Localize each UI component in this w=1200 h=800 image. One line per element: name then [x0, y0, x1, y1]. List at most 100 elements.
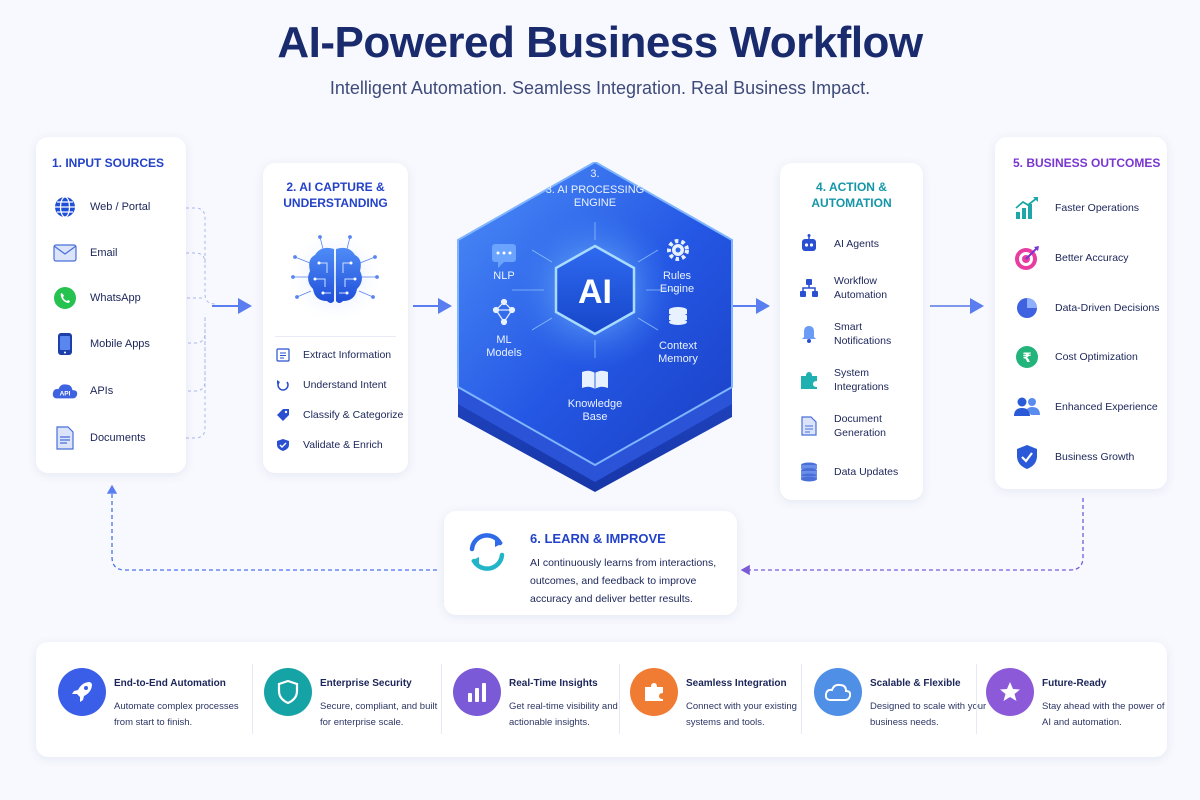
- business-outcomes-card: 5. BUSINESS OUTCOMES Faster Operations B…: [995, 137, 1167, 489]
- action-item-label: AI Agents: [834, 238, 879, 250]
- action-title-line2: AUTOMATION: [811, 196, 892, 210]
- engine-title: 3. AI PROCESSING ENGINE: [525, 184, 665, 210]
- brain-icon: [285, 227, 385, 327]
- capture-item-label: Extract Information: [303, 349, 392, 361]
- shield-icon: [264, 668, 312, 716]
- ml-line1: ML: [496, 334, 512, 346]
- action-title-line1: 4. ACTION &: [816, 180, 887, 194]
- shield-check-icon: [275, 437, 291, 453]
- email-icon: [52, 240, 78, 266]
- kb-line1: Knowledge: [567, 398, 623, 410]
- rocket-icon: [58, 668, 106, 716]
- ai-capture-title: 2. AI CAPTURE & UNDERSTANDING: [263, 179, 408, 211]
- target-icon: [1013, 244, 1041, 272]
- outcome-item-label: Cost Optimization: [1055, 351, 1138, 363]
- feature-desc: Get real-time visibility and actionable …: [509, 701, 618, 728]
- nlp-icon: [492, 244, 516, 268]
- gear-icon: [667, 239, 689, 261]
- refresh-intent-icon: [275, 377, 291, 393]
- action-item-data-updates: Data Updates: [798, 461, 898, 483]
- input-item-label: Mobile Apps: [90, 338, 150, 350]
- feature-desc: Designed to scale with your business nee…: [870, 701, 987, 728]
- input-item-email: Email: [52, 239, 118, 267]
- page-subtitle: Intelligent Automation. Seamless Integra…: [329, 78, 871, 98]
- action-automation-title: 4. ACTION & AUTOMATION: [780, 179, 923, 211]
- context-line2: Memory: [658, 353, 698, 365]
- outcome-item-growth: Business Growth: [1013, 442, 1134, 472]
- action-item-label: Data Updates: [834, 466, 899, 478]
- document-icon: [52, 425, 78, 451]
- capture-item-classify: Classify & Categorize: [275, 406, 403, 424]
- ai-core-text: AI: [578, 273, 612, 311]
- hexagon-graphic: AI: [457, 160, 733, 492]
- globe-icon: [52, 194, 78, 220]
- feature-divider: [801, 664, 802, 734]
- input-item-label: WhatsApp: [90, 292, 141, 304]
- feature-title: Real-Time Insights: [509, 678, 598, 689]
- ai-capture-title-line2: UNDERSTANDING: [283, 196, 388, 210]
- outcome-item-label: Enhanced Experience: [1055, 401, 1158, 413]
- puzzle-icon: [798, 369, 820, 391]
- ml-line2: Models: [486, 347, 522, 359]
- action-automation-card: 4. ACTION & AUTOMATION AI Agents Workflo…: [780, 163, 923, 500]
- document-icon: [798, 415, 820, 437]
- capture-item-label: Validate & Enrich: [303, 439, 383, 451]
- shield-check-icon: [1013, 443, 1041, 471]
- feature-title: End-to-End Automation: [114, 678, 226, 689]
- bell-icon: [798, 323, 820, 345]
- svg-text:₹: ₹: [1022, 351, 1031, 366]
- input-item-documents: Documents: [52, 424, 146, 452]
- star-icon: [986, 668, 1034, 716]
- feature-divider: [976, 664, 977, 734]
- business-outcomes-title: 5. BUSINESS OUTCOMES: [1013, 156, 1161, 170]
- bar-chart-icon: [453, 668, 501, 716]
- rules-engine-label: Rules Engine: [652, 270, 702, 296]
- rules-line1: Rules: [662, 270, 692, 282]
- workflow-icon: [798, 277, 820, 299]
- feature-desc: Connect with your existing systems and t…: [686, 701, 797, 728]
- outcome-item-data-driven: Data-Driven Decisions: [1013, 293, 1159, 323]
- kb-line2: Base: [582, 411, 608, 423]
- puzzle-icon: [630, 668, 678, 716]
- feature-divider: [619, 664, 620, 734]
- whatsapp-icon: [52, 285, 78, 311]
- outcome-item-label: Business Growth: [1055, 451, 1135, 463]
- page-title: AI-Powered Business Workflow: [277, 18, 923, 67]
- outcome-item-experience: Enhanced Experience: [1013, 392, 1158, 422]
- outcome-item-accuracy: Better Accuracy: [1013, 243, 1129, 273]
- context-line1: Context: [659, 340, 697, 352]
- sync-icon: [464, 529, 510, 575]
- capture-item-label: Understand Intent: [303, 379, 387, 391]
- feature-desc: Secure, compliant, and built for enterpr…: [320, 701, 438, 728]
- engine-title-line2: ENGINE: [573, 197, 617, 209]
- database-icon: [798, 461, 820, 483]
- loop-right-path: [740, 498, 1084, 576]
- learn-improve-title: 6. LEARN & IMPROVE: [530, 531, 666, 546]
- rules-line2: Engine: [659, 283, 695, 295]
- capture-divider: [275, 336, 396, 337]
- loop-left-path: [106, 484, 437, 571]
- input-item-whatsapp: WhatsApp: [52, 284, 141, 312]
- feature-divider: [441, 664, 442, 734]
- capture-item-label: Classify & Categorize: [303, 409, 404, 421]
- feature-title: Future-Ready: [1042, 678, 1107, 689]
- action-item-ai-agents: AI Agents: [798, 233, 879, 255]
- feature-title: Scalable & Flexible: [870, 678, 961, 689]
- input-item-web: Web / Portal: [52, 193, 150, 221]
- robot-icon: [798, 233, 820, 255]
- knowledge-base-label: Knowledge Base: [558, 398, 632, 424]
- input-sources-title: 1. INPUT SOURCES: [52, 156, 165, 170]
- learn-improve-text: AI continuously learns from interactions…: [530, 557, 717, 605]
- engine-title-line1: 3. AI PROCESSING: [545, 184, 645, 196]
- input-sources-card: 1. INPUT SOURCES Web / Portal Email What…: [36, 137, 186, 473]
- features-bar: End-to-End Automation Automate complex p…: [36, 642, 1167, 757]
- ai-processing-engine: AI 3. 3. AI PROCESSING ENGINE NLP Rules …: [452, 160, 738, 492]
- context-memory-label: Context Memory: [650, 340, 706, 366]
- feature-title: Seamless Integration: [686, 678, 787, 689]
- input-item-apis: API APIs: [52, 377, 113, 405]
